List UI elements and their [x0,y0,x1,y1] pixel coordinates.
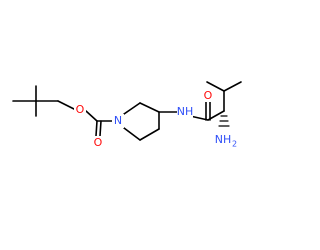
bond-ccarb-ocarb-2 [99,120,102,137]
atom-o-carbonyl-amide: O [202,89,214,102]
atom-nh2-amine-subscript: 2 [232,140,237,149]
atom-nh2-amine-label: NH [215,133,232,146]
atom-nh2-amine: NH 2 [214,133,237,149]
bond-ring-4 [139,128,160,141]
bond-ring-1 [123,102,141,115]
bond-ring-2 [139,102,160,113]
bond-cam-calpha [207,110,225,121]
atom-nh-amide-label: NH [177,105,194,118]
atom-n-ring: N [112,114,124,128]
atom-o-ether-label: O [76,103,85,116]
bond-cb-me1 [206,81,225,92]
atom-o-carbonyl-amide-label: O [204,89,213,102]
atom-n-ring-label: N [114,114,122,127]
bond-cb-me2 [223,81,242,92]
bond-oether-ccarb [85,110,98,122]
molecule-diagram: O O N NH O NH 2 [12,81,242,150]
bond-ring-5 [123,127,141,141]
atom-o-carbonyl-boc: O [92,136,104,150]
atom-o-ether: O [74,102,86,116]
structure-canvas: O O N NH O NH 2 [12,81,242,150]
atom-nh-amide: NH [177,105,194,119]
bond-cq-oether [57,100,75,110]
atom-o-carbonyl-boc-label: O [94,136,103,149]
bond-ccarb-ocarb-1 [95,120,98,137]
